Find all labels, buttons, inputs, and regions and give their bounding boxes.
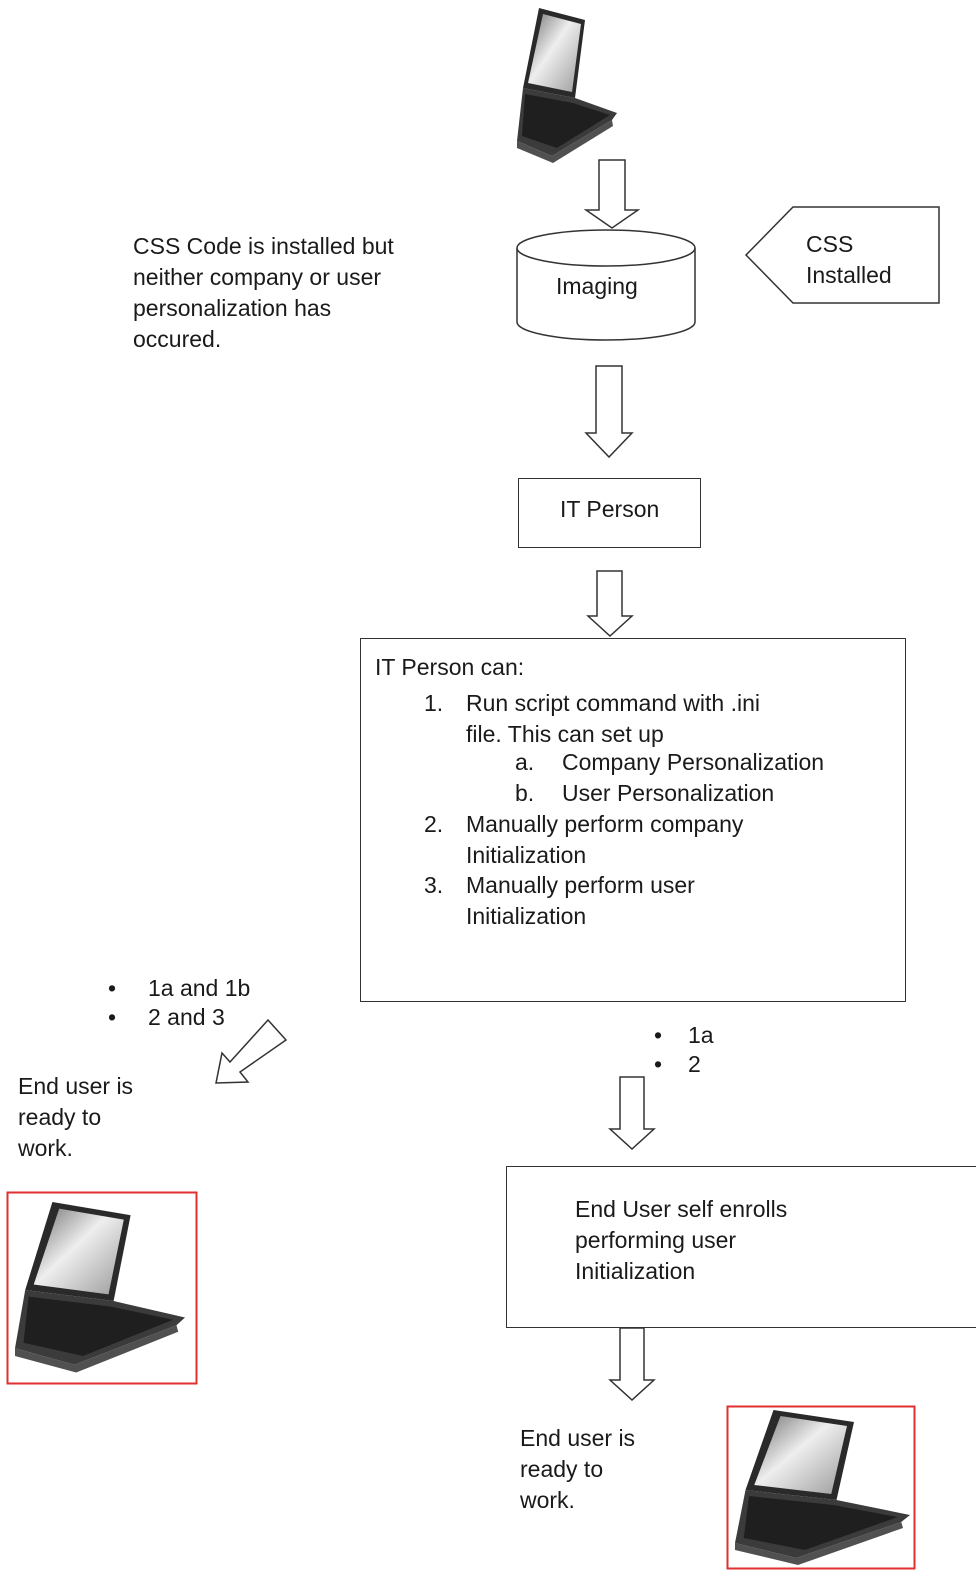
left-laptop-frame <box>6 1191 198 1385</box>
left-bullet-1: •1a and 1b <box>108 973 250 1004</box>
diagonal-arrow-icon <box>215 1018 288 1084</box>
it-options-heading: IT Person can: <box>375 654 525 680</box>
down-arrow-icon <box>608 1076 656 1151</box>
it-person-box <box>518 478 701 548</box>
right-bullet-2: •2 <box>654 1049 701 1080</box>
option-3-number: 3. <box>424 872 444 898</box>
option-1a-text: Company Personalization <box>562 749 825 775</box>
down-arrow-icon <box>608 1327 656 1402</box>
self-enroll-box <box>506 1166 976 1328</box>
right-bullet-2-text: 2 <box>688 1051 701 1077</box>
option-3-text: Manually perform user Initialization <box>466 872 695 929</box>
laptop-icon <box>517 8 617 163</box>
imaging-label: Imaging <box>556 273 638 299</box>
it-person-label: IT Person <box>560 496 660 522</box>
it-options-box <box>360 638 906 1002</box>
self-enroll-text: End User self enrolls performing user In… <box>575 1196 788 1284</box>
css-note: CSS Code is installed but neither compan… <box>133 233 394 352</box>
option-1b-text: User Personalization <box>562 780 775 806</box>
right-end-user-text: End user is ready to work. <box>520 1425 636 1513</box>
left-end-user-text: End user is ready to work. <box>18 1073 134 1161</box>
option-1-text: Run script command with .ini file. This … <box>466 690 760 747</box>
option-2-number: 2. <box>424 811 444 837</box>
right-bullet-1: •1a <box>654 1020 714 1051</box>
down-arrow-icon <box>586 570 634 638</box>
right-laptop-frame <box>726 1405 916 1570</box>
left-bullet-1-text: 1a and 1b <box>148 975 251 1001</box>
option-1b-letter: b. <box>515 780 535 806</box>
laptop-icon <box>15 1202 185 1373</box>
laptop-icon <box>735 1410 910 1565</box>
right-bullet-1-text: 1a <box>688 1022 714 1048</box>
imaging-cylinder <box>516 229 696 341</box>
down-arrow-icon <box>584 365 634 459</box>
left-bullet-2-text: 2 and 3 <box>148 1004 225 1030</box>
down-arrow-icon <box>583 159 641 229</box>
option-1a-letter: a. <box>515 749 535 775</box>
css-installed-shape <box>744 206 940 304</box>
option-2-text: Manually perform company Initialization <box>466 811 744 868</box>
css-installed-label: CSS Installed <box>806 231 892 288</box>
left-bullet-2: •2 and 3 <box>108 1002 225 1033</box>
option-1-number: 1. <box>424 690 444 716</box>
